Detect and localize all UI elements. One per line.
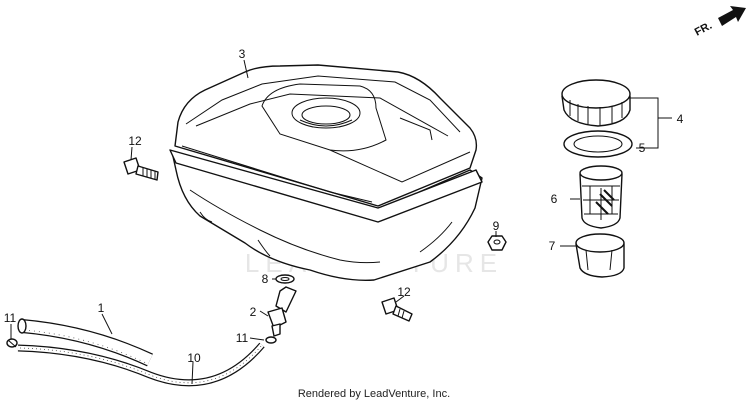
- callout-1: 1: [98, 301, 105, 315]
- flange-bolt-lower: [381, 297, 413, 322]
- front-direction-label: FR.: [693, 20, 714, 39]
- callout-12-lower: 12: [397, 285, 411, 299]
- callout-7: 7: [549, 239, 556, 253]
- strainer-collar: [575, 233, 625, 278]
- front-direction-arrow: FR.: [693, 6, 746, 39]
- callout-10: 10: [187, 351, 201, 365]
- flange-nut: [487, 235, 507, 251]
- tube-clip-valve: [265, 336, 277, 344]
- fuel-cap: [561, 79, 631, 127]
- callout-6: 6: [551, 192, 558, 206]
- callout-11-valve: 11: [236, 331, 249, 345]
- callout-4: 4: [677, 112, 684, 126]
- callout-9: 9: [493, 219, 500, 233]
- valve-washer: [275, 274, 295, 284]
- render-credit: Rendered by LeadVenture, Inc.: [298, 388, 450, 400]
- callout-8: 8: [262, 272, 269, 286]
- fuel-tube-long: [17, 342, 265, 387]
- callout-11-left: 11: [4, 311, 17, 325]
- callout-5: 5: [639, 141, 646, 155]
- fuel-tank: [169, 64, 483, 281]
- fuel-strainer: [579, 165, 623, 229]
- flange-bolt-upper: [123, 157, 159, 181]
- tube-clip-left: [6, 338, 18, 348]
- callout-12-upper: 12: [128, 134, 142, 148]
- callout-2: 2: [250, 305, 257, 319]
- fuel-valve: [267, 286, 297, 337]
- fuel-tube: [17, 318, 153, 367]
- callout-3: 3: [239, 47, 246, 61]
- cap-gasket: [563, 130, 633, 158]
- leader-lines: [10, 59, 672, 385]
